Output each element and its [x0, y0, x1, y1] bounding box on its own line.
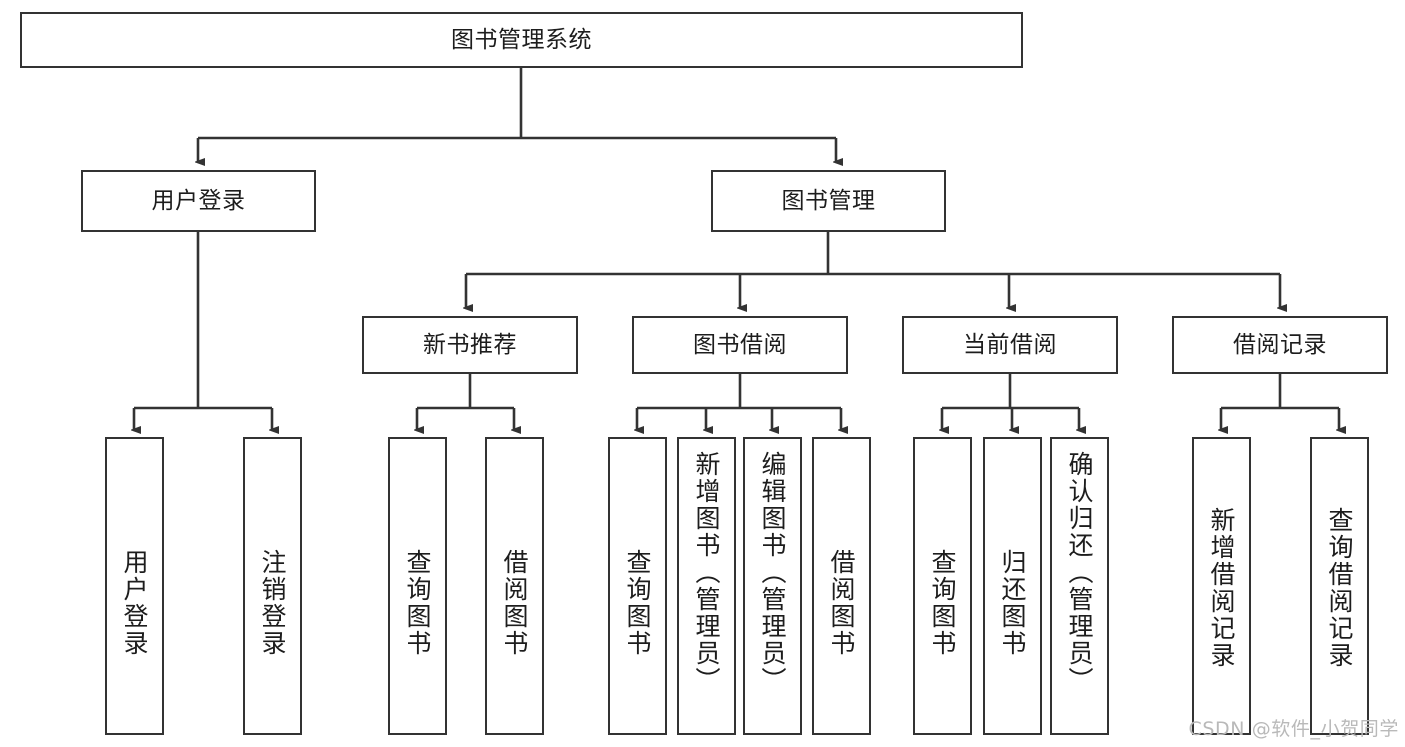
leaf-add-borrow-record-label: 新增借阅记录 [1207, 507, 1236, 669]
leaf-add-book-admin-label: 新增图书（管理员） [692, 451, 721, 694]
leaf-query-books-borrow-label: 查询图书 [623, 549, 652, 657]
leaf-logout-label: 注销登录 [258, 549, 287, 657]
leaf-confirm-return-admin-label: 确认归还（管理员） [1065, 451, 1094, 694]
node-root[interactable]: 图书管理系统 [20, 12, 1023, 68]
leaf-return-book-label: 归还图书 [998, 549, 1027, 657]
leaf-query-borrow-record[interactable]: 查询借阅记录 [1310, 437, 1369, 735]
leaf-query-books-borrow[interactable]: 查询图书 [608, 437, 667, 735]
leaf-return-book[interactable]: 归还图书 [983, 437, 1042, 735]
node-book-borrow-label: 图书借阅 [693, 331, 787, 358]
node-current-borrow-label: 当前借阅 [963, 331, 1057, 358]
node-borrow-records[interactable]: 借阅记录 [1172, 316, 1388, 374]
node-book-management[interactable]: 图书管理 [711, 170, 946, 232]
leaf-confirm-return-admin[interactable]: 确认归还（管理员） [1050, 437, 1109, 735]
leaf-borrow-books-recommend-label: 借阅图书 [500, 549, 529, 657]
leaf-borrow-books-recommend[interactable]: 借阅图书 [485, 437, 544, 735]
leaf-user-login[interactable]: 用户登录 [105, 437, 164, 735]
node-book-borrow[interactable]: 图书借阅 [632, 316, 848, 374]
leaf-borrow-book[interactable]: 借阅图书 [812, 437, 871, 735]
node-new-book-recommend[interactable]: 新书推荐 [362, 316, 578, 374]
leaf-query-borrow-record-label: 查询借阅记录 [1325, 507, 1354, 669]
node-root-label: 图书管理系统 [451, 26, 592, 53]
leaf-user-login-label: 用户登录 [120, 549, 149, 657]
leaf-edit-book-admin-label: 编辑图书（管理员） [758, 451, 787, 694]
node-new-book-recommend-label: 新书推荐 [423, 331, 517, 358]
node-book-management-label: 图书管理 [781, 187, 876, 214]
leaf-query-books-current[interactable]: 查询图书 [913, 437, 972, 735]
leaf-borrow-book-label: 借阅图书 [827, 549, 856, 657]
leaf-query-books-recommend-label: 查询图书 [403, 549, 432, 657]
leaf-query-books-current-label: 查询图书 [928, 549, 957, 657]
leaf-edit-book-admin[interactable]: 编辑图书（管理员） [743, 437, 802, 735]
leaf-add-book-admin[interactable]: 新增图书（管理员） [677, 437, 736, 735]
node-current-borrow[interactable]: 当前借阅 [902, 316, 1118, 374]
leaf-query-books-recommend[interactable]: 查询图书 [388, 437, 447, 735]
node-borrow-records-label: 借阅记录 [1233, 331, 1327, 358]
leaf-logout[interactable]: 注销登录 [243, 437, 302, 735]
node-user-login-label: 用户登录 [151, 187, 246, 214]
node-user-login[interactable]: 用户登录 [81, 170, 316, 232]
leaf-add-borrow-record[interactable]: 新增借阅记录 [1192, 437, 1251, 735]
